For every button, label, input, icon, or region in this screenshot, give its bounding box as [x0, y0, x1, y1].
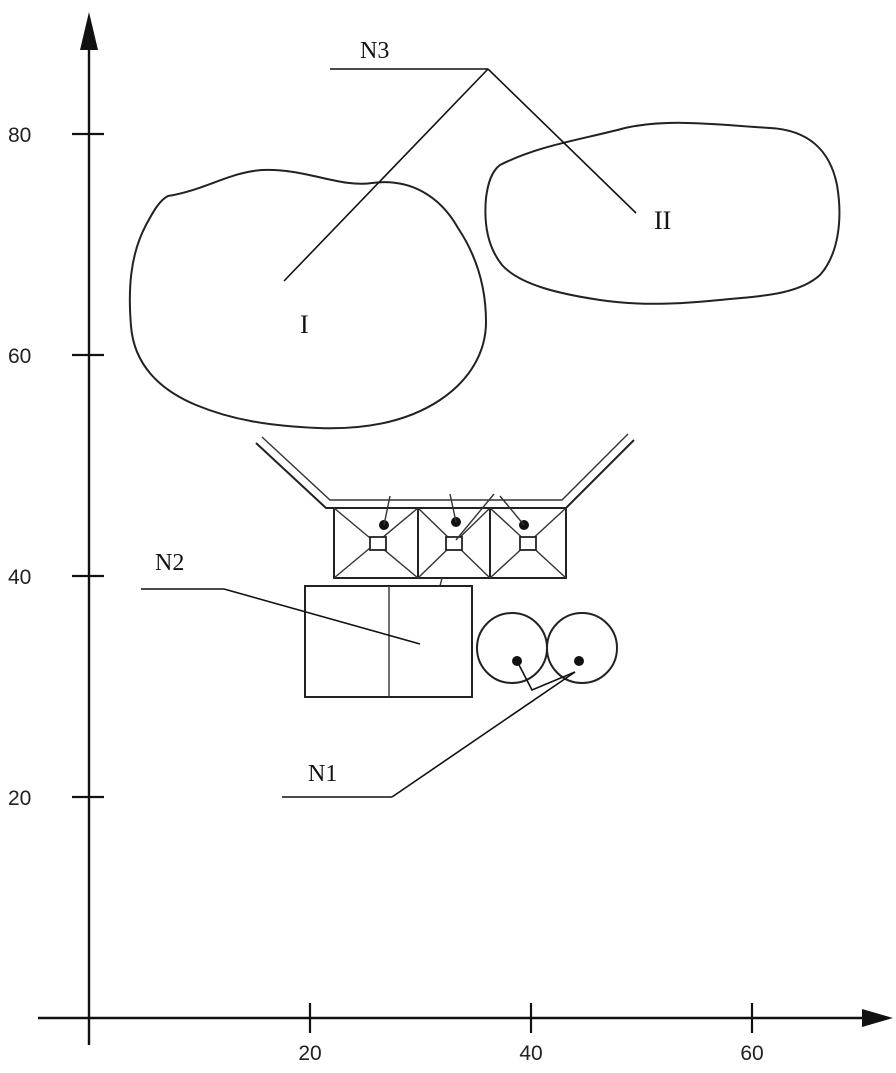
x-tick-label: 40 [519, 1042, 542, 1065]
callout-n2-label: N2 [155, 550, 184, 576]
deposit-regions: I II [128, 121, 841, 430]
x-tick-label: 20 [298, 1042, 321, 1065]
callout-n1-leader-1 [391, 671, 576, 798]
hopper-cell-3-center [519, 536, 537, 551]
hopper-cell-1-center [369, 536, 387, 551]
y-tick-label: 60 [8, 345, 31, 368]
callout-n1-label: N1 [308, 761, 337, 787]
callout-n2: N2 [141, 550, 473, 698]
callout-n3: N3 [283, 38, 637, 282]
hopper-pointer-1 [383, 495, 391, 526]
y-tick-label: 40 [8, 566, 31, 589]
hopper-cell-3 [489, 507, 567, 579]
y-tick-label: 80 [8, 124, 31, 147]
y-tick-label: 20 [8, 787, 31, 810]
n1-circle-2 [546, 612, 618, 684]
n1-point-2 [574, 656, 584, 666]
callout-n3-leader-1 [283, 68, 489, 282]
hopper-pointer-3 [499, 495, 525, 526]
hopper-cell-2-center [445, 536, 463, 551]
hopper-inner-outline [261, 433, 629, 501]
hopper-outer-outline [255, 439, 635, 509]
region-2-outline [484, 121, 841, 305]
x-tick-label: 60 [740, 1042, 763, 1065]
hopper-structure [255, 433, 635, 587]
region-1-label: I [300, 310, 309, 339]
callout-n1: N1 [282, 612, 618, 798]
hopper-pointer-2 [449, 493, 457, 523]
y-axis-arrow-icon [80, 12, 98, 50]
callout-n1-leader-2 [516, 660, 576, 692]
axes: 80 60 40 20 20 40 60 [8, 12, 893, 1065]
n1-circle-1 [476, 612, 548, 684]
x-axis-arrow-icon [862, 1009, 893, 1027]
hopper-pointer-4 [455, 493, 495, 541]
hopper-tick [439, 577, 443, 587]
region-1-outline [128, 168, 488, 430]
region-2-label: II [654, 206, 671, 235]
callout-n3-leader-2 [487, 68, 637, 214]
callout-n3-label: N3 [360, 38, 389, 64]
callout-n2-leader [223, 588, 421, 645]
